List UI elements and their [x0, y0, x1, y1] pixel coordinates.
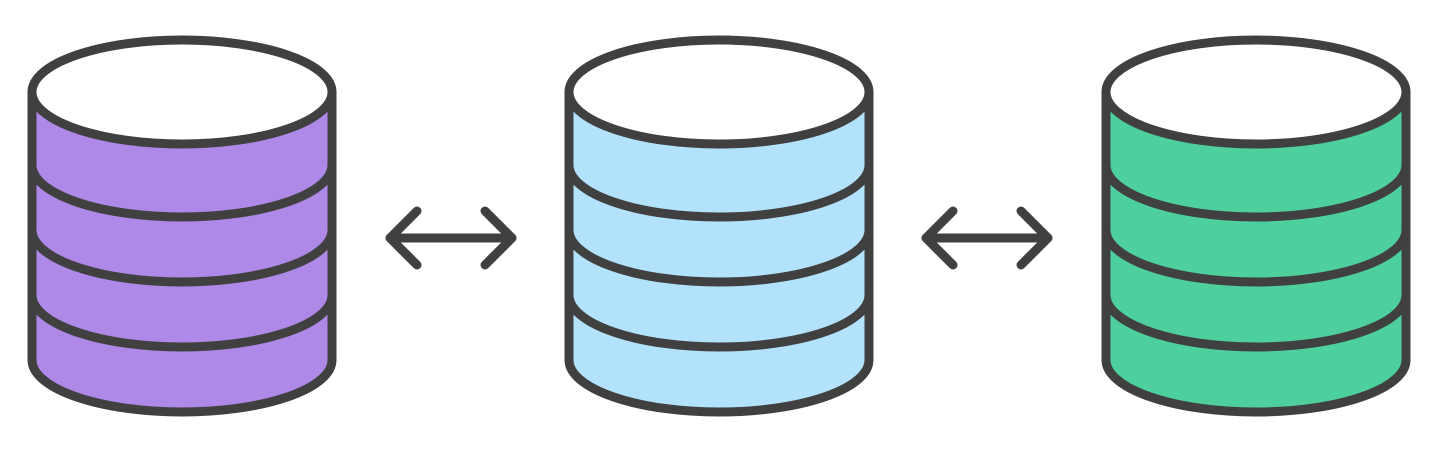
database-blue-tier-line-2 — [564, 225, 874, 287]
database-blue-tier-line-1 — [564, 160, 874, 222]
database-purple-top — [27, 35, 337, 149]
sync-arrow-1-right-head — [480, 206, 517, 270]
database-blue-icon — [564, 35, 874, 417]
sync-arrow-2-left-head — [921, 206, 958, 270]
database-blue-tier-line-3 — [564, 290, 874, 352]
sync-arrow-1-left-head — [385, 206, 422, 270]
database-purple-tier-line-2 — [27, 225, 337, 287]
database-purple-tier-line-3 — [27, 290, 337, 352]
database-purple-body — [27, 87, 337, 417]
database-green-top — [1101, 35, 1411, 149]
sync-arrow-2-right-head — [1016, 206, 1053, 270]
double-arrow-1-icon — [385, 206, 517, 270]
database-green-icon — [1101, 35, 1411, 417]
database-purple-tier-line-1 — [27, 160, 337, 222]
database-green-tier-line-2 — [1101, 225, 1411, 287]
database-green-tier-line-3 — [1101, 290, 1411, 352]
database-blue-top — [564, 35, 874, 149]
double-arrow-2-icon — [921, 206, 1053, 270]
database-purple-icon — [27, 35, 337, 417]
database-green-body — [1101, 87, 1411, 417]
database-green-tier-line-1 — [1101, 160, 1411, 222]
database-blue-body — [564, 87, 874, 417]
